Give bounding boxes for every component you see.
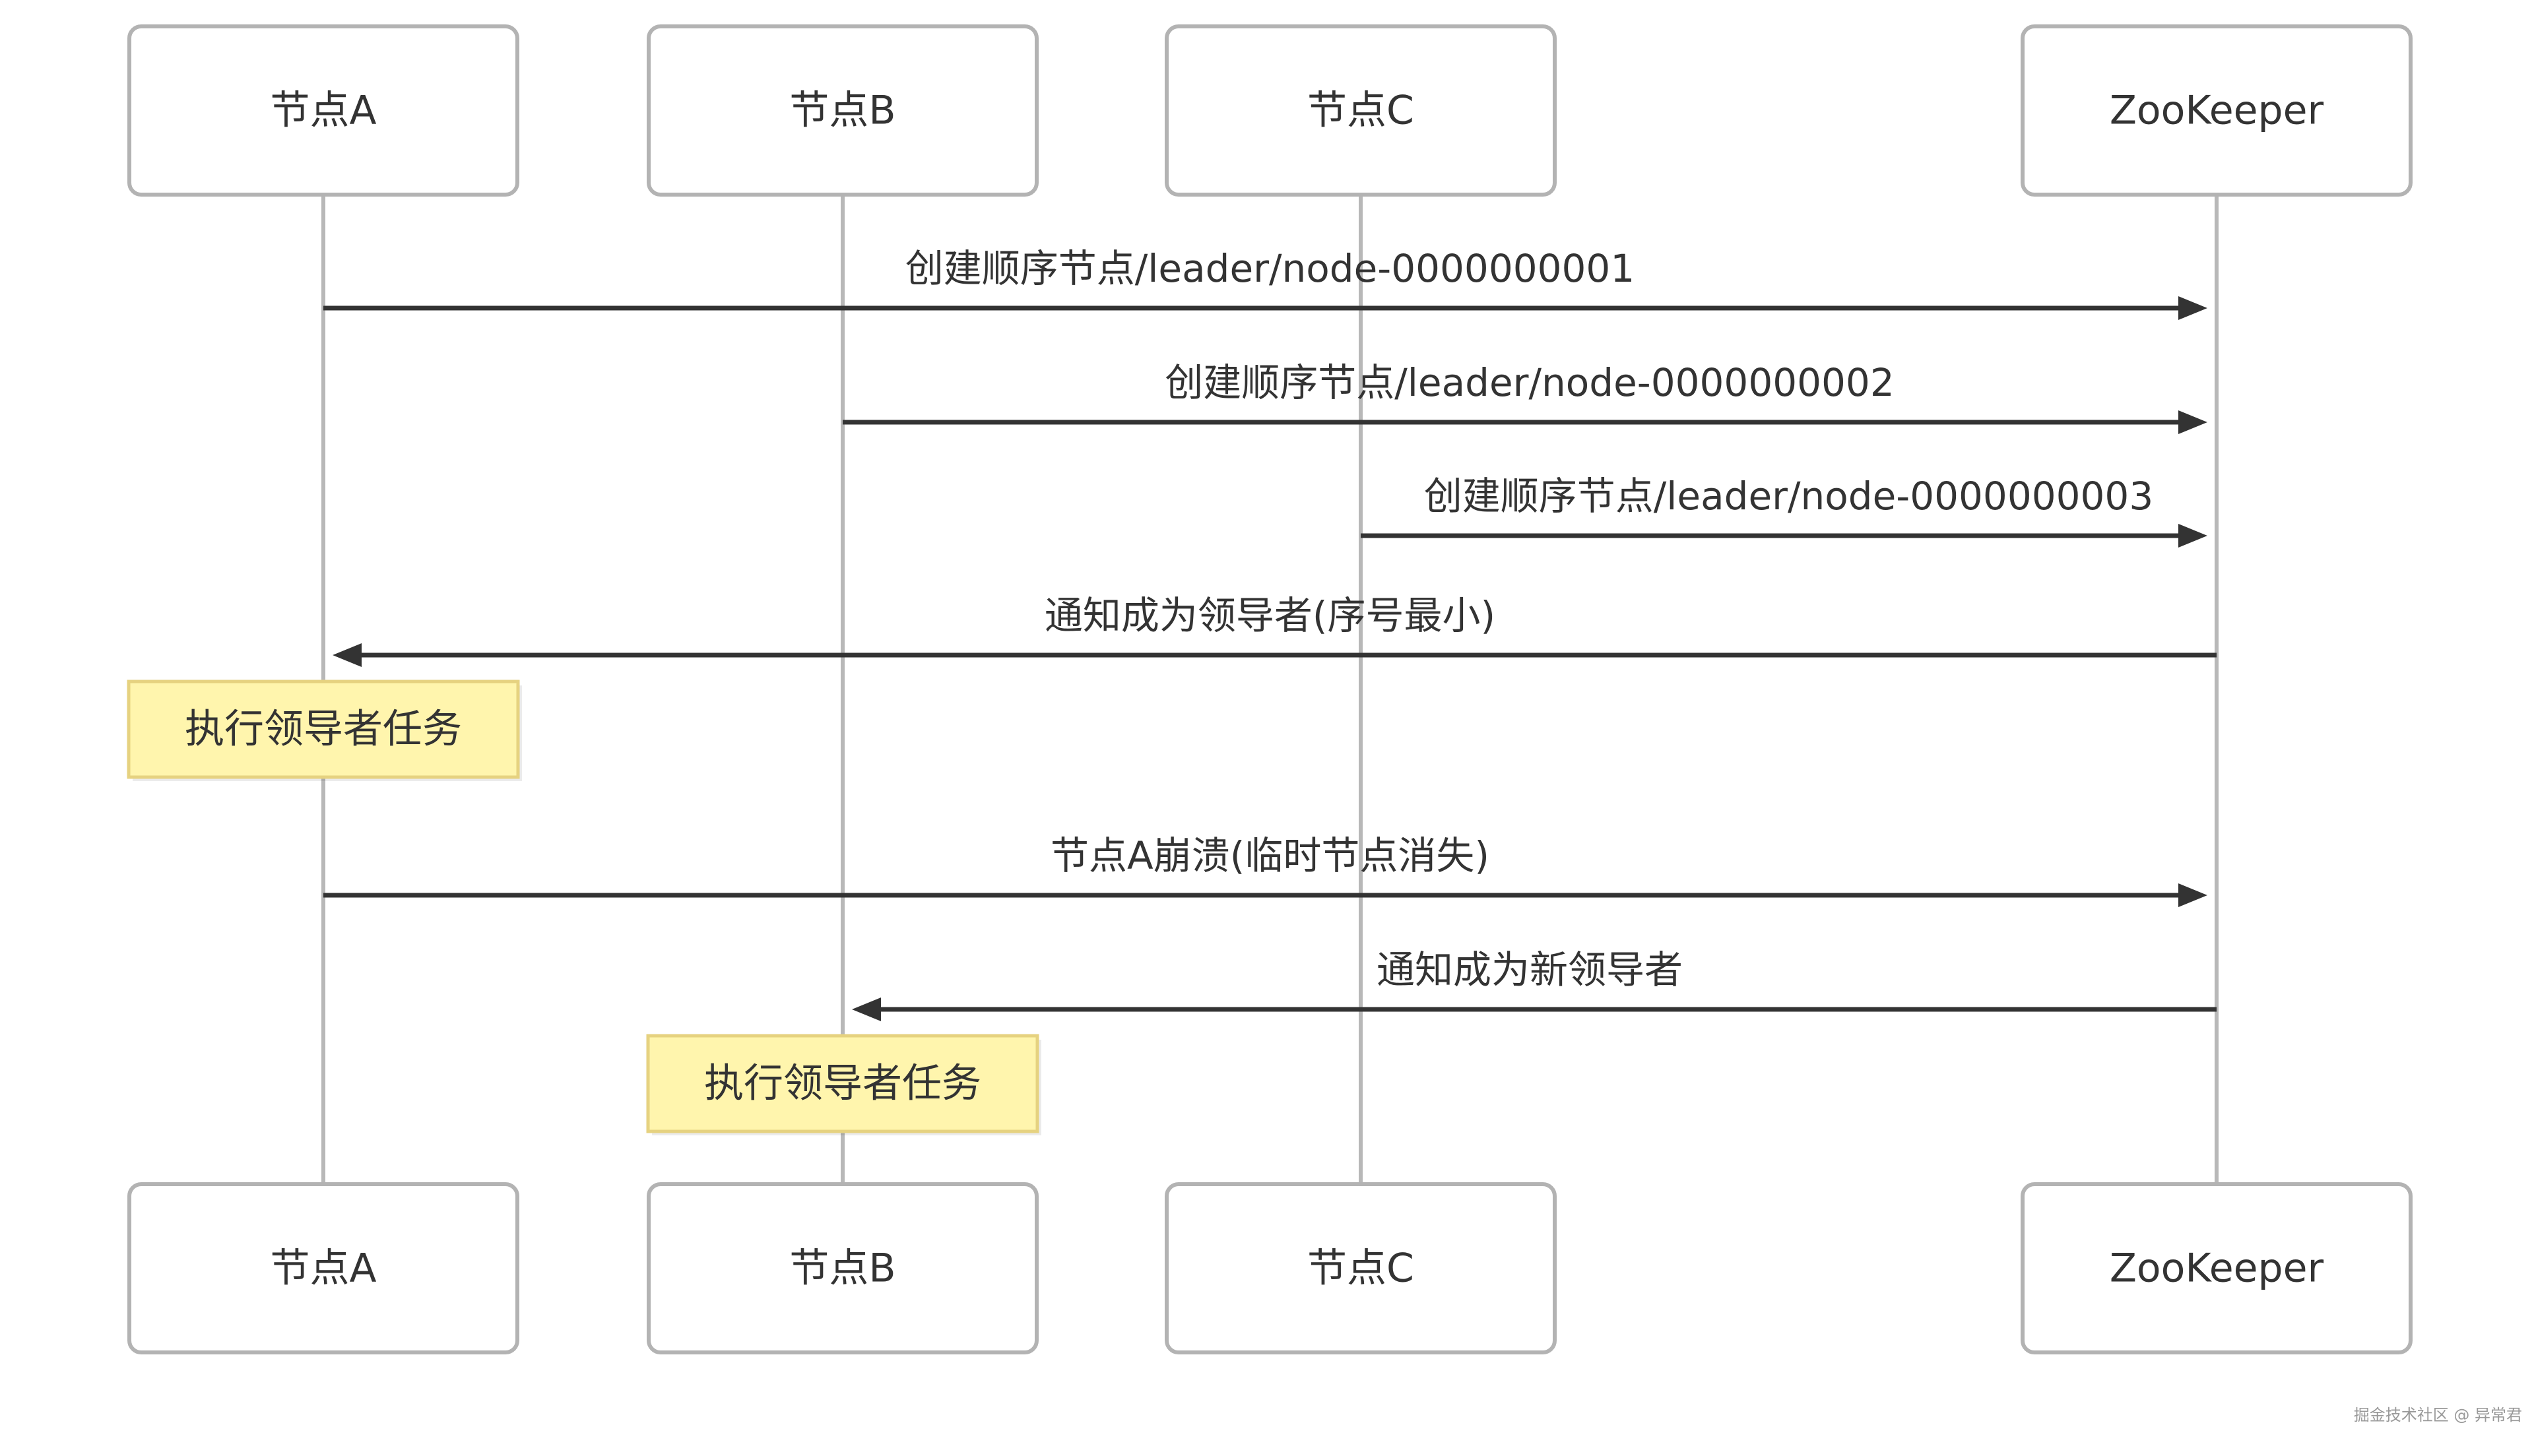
participant-label: ZooKeeper (2110, 1246, 2324, 1292)
participants-bottom: 节点A 节点B 节点C ZooKeeper (127, 1182, 2413, 1354)
message-3: 创建顺序节点/leader/node-0000000003 (1361, 474, 2207, 548)
message-6: 节点A崩溃(临时节点消失) (323, 833, 2207, 907)
messages: 创建顺序节点/leader/node-0000000001 创建顺序节点/lead… (323, 246, 2217, 1021)
arrow-head (2178, 524, 2207, 548)
message-4: 通知成为领导者(序号最小) (333, 593, 2217, 667)
arrow-head (2178, 883, 2207, 907)
participant-label: 节点B (789, 88, 895, 134)
message-label: 创建顺序节点/leader/node-0000000003 (1424, 474, 2153, 519)
participant-label: ZooKeeper (2110, 88, 2324, 134)
message-1: 创建顺序节点/leader/node-0000000001 (323, 246, 2207, 320)
participant-box (127, 1182, 519, 1354)
note-box (646, 1034, 1039, 1133)
participant-top-b: 节点B (647, 24, 1039, 197)
participant-top-zk: ZooKeeper (2021, 24, 2413, 197)
participants-top: 节点A 节点B 节点C ZooKeeper (127, 24, 2413, 197)
arrow-head (2178, 296, 2207, 320)
arrow-head (333, 643, 362, 667)
participant-box (127, 24, 519, 197)
participant-label: 节点B (789, 1246, 895, 1292)
participant-box (647, 1182, 1039, 1354)
participant-box (2021, 24, 2413, 197)
message-label: 节点A崩溃(临时节点消失) (1051, 833, 1489, 878)
message-label: 创建顺序节点/leader/node-0000000002 (1165, 360, 1894, 405)
participant-label: 节点C (1307, 1246, 1414, 1292)
arrow-head (2178, 410, 2207, 434)
note-label: 执行领导者任务 (185, 707, 462, 753)
message-label: 通知成为领导者(序号最小) (1045, 593, 1495, 638)
participant-bottom-b: 节点B (647, 1182, 1039, 1354)
participant-box (1165, 24, 1557, 197)
note-b: 执行领导者任务 (646, 1034, 1041, 1135)
message-label: 创建顺序节点/leader/node-0000000001 (905, 246, 1635, 291)
participant-label: 节点C (1307, 88, 1414, 134)
participant-box (647, 24, 1039, 197)
participant-bottom-a: 节点A (127, 1182, 519, 1354)
watermark: 掘金技术社区 @ 异常君 (2353, 1406, 2522, 1424)
participant-box (1165, 1182, 1557, 1354)
participant-top-c: 节点C (1165, 24, 1557, 197)
participant-box (2021, 1182, 2413, 1354)
message-2: 创建顺序节点/leader/node-0000000002 (843, 360, 2207, 434)
lifelines (321, 195, 2219, 1184)
participant-label: 节点A (270, 88, 376, 134)
participant-label: 节点A (270, 1246, 376, 1292)
message-label: 通知成为新领导者 (1377, 947, 1683, 992)
message-7: 通知成为新领导者 (852, 947, 2217, 1021)
note-a: 执行领导者任务 (127, 680, 522, 781)
note-box (127, 680, 520, 779)
note-label: 执行领导者任务 (704, 1061, 981, 1107)
participant-bottom-zk: ZooKeeper (2021, 1182, 2413, 1354)
participant-top-a: 节点A (127, 24, 519, 197)
participant-bottom-c: 节点C (1165, 1182, 1557, 1354)
arrow-head (852, 997, 881, 1021)
